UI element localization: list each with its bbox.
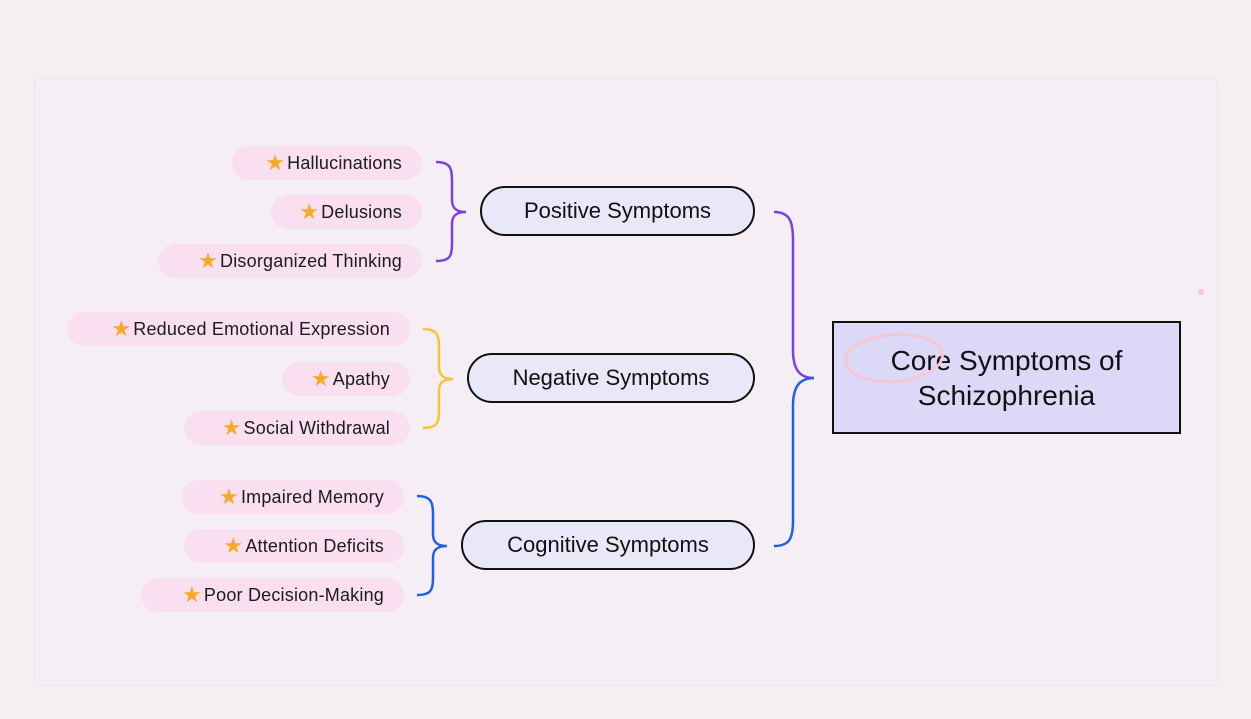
connector-root-cognitive	[773, 376, 815, 548]
branch-negative-symptoms[interactable]: Negative Symptoms	[467, 353, 755, 403]
leaf-apathy[interactable]: ★ Apathy	[282, 362, 410, 396]
leaf-delusions[interactable]: ★ Delusions	[271, 195, 422, 229]
star-icon: ★	[223, 533, 244, 558]
leaf-hallucinations[interactable]: ★ Hallucinations	[232, 146, 422, 180]
branch-label: Positive Symptoms	[523, 198, 712, 223]
branch-label: Cognitive Symptoms	[507, 532, 709, 557]
leaf-poor-decision-making[interactable]: ★ Poor Decision-Making	[141, 578, 404, 612]
leaf-label: Apathy	[332, 368, 390, 389]
branch-label: Negative Symptoms	[512, 365, 710, 390]
leaf-label: Disorganized Thinking	[220, 250, 402, 271]
bracket-positive	[435, 160, 467, 263]
leaf-label: Attention Deficits	[245, 535, 384, 556]
root-title-line2: Schizophrenia	[917, 379, 1096, 411]
bracket-negative	[422, 327, 454, 430]
star-icon: ★	[219, 484, 239, 509]
star-icon: ★	[265, 150, 286, 175]
leaf-attention-deficits[interactable]: ★ Attention Deficits	[184, 529, 404, 563]
pen-annotation-dot	[1198, 289, 1204, 295]
star-icon: ★	[181, 582, 202, 607]
leaf-label: Reduced Emotional Expression	[133, 318, 390, 339]
leaf-label: Poor Decision-Making	[203, 584, 384, 605]
leaf-impaired-memory[interactable]: ★ Impaired Memory	[182, 480, 404, 514]
bracket-cognitive	[416, 494, 448, 597]
branch-cognitive-symptoms[interactable]: Cognitive Symptoms	[461, 520, 755, 570]
star-icon: ★	[221, 415, 242, 440]
branch-positive-symptoms[interactable]: Positive Symptoms	[480, 186, 755, 236]
root-node[interactable]: Core Symptoms of Schizophrenia	[832, 321, 1181, 434]
leaf-social-withdrawal[interactable]: ★ Social Withdrawal	[184, 411, 410, 445]
leaf-label: Delusions	[321, 201, 402, 222]
leaf-label: Social Withdrawal	[243, 417, 390, 438]
leaf-reduced-emotional-expression[interactable]: ★ Reduced Emotional Expression	[67, 312, 410, 346]
star-icon: ★	[299, 199, 320, 224]
star-icon: ★	[111, 316, 132, 341]
connector-root-positive	[773, 210, 815, 380]
star-icon: ★	[310, 366, 331, 391]
leaf-disorganized-thinking[interactable]: ★ Disorganized Thinking	[158, 244, 422, 278]
root-title: Core Symptoms of Schizophrenia	[891, 343, 1123, 413]
leaf-label: Hallucinations	[287, 152, 402, 173]
star-icon: ★	[198, 248, 219, 273]
root-title-line1: Core Symptoms of	[890, 344, 1123, 376]
leaf-label: Impaired Memory	[240, 486, 384, 507]
